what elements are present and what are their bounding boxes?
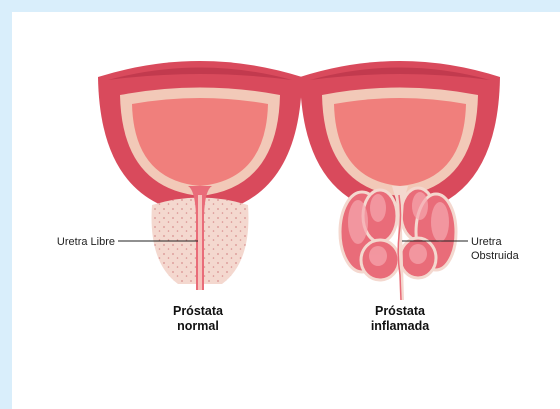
highlight-5 — [369, 246, 387, 266]
inflamed-caption-line1: Próstata — [375, 304, 426, 318]
normal-caption-line1: Próstata — [173, 304, 224, 318]
highlight-2 — [370, 194, 386, 222]
highlight-6 — [409, 244, 427, 264]
obstructed-urethra-label-line1: Uretra — [471, 236, 502, 248]
obstructed-urethra-label-line2: Obstruida — [471, 250, 520, 262]
inflamed-caption-line2: inflamada — [371, 319, 430, 333]
inflamed-prostate-illustration — [300, 61, 500, 300]
highlight-4 — [431, 202, 449, 242]
free-urethra-label: Uretra Libre — [57, 236, 115, 248]
normal-urethra-lumen — [198, 195, 202, 290]
highlight-3 — [412, 192, 428, 220]
highlight-1 — [348, 200, 368, 244]
normal-caption-line2: normal — [177, 319, 219, 333]
normal-prostate-illustration — [98, 61, 302, 290]
